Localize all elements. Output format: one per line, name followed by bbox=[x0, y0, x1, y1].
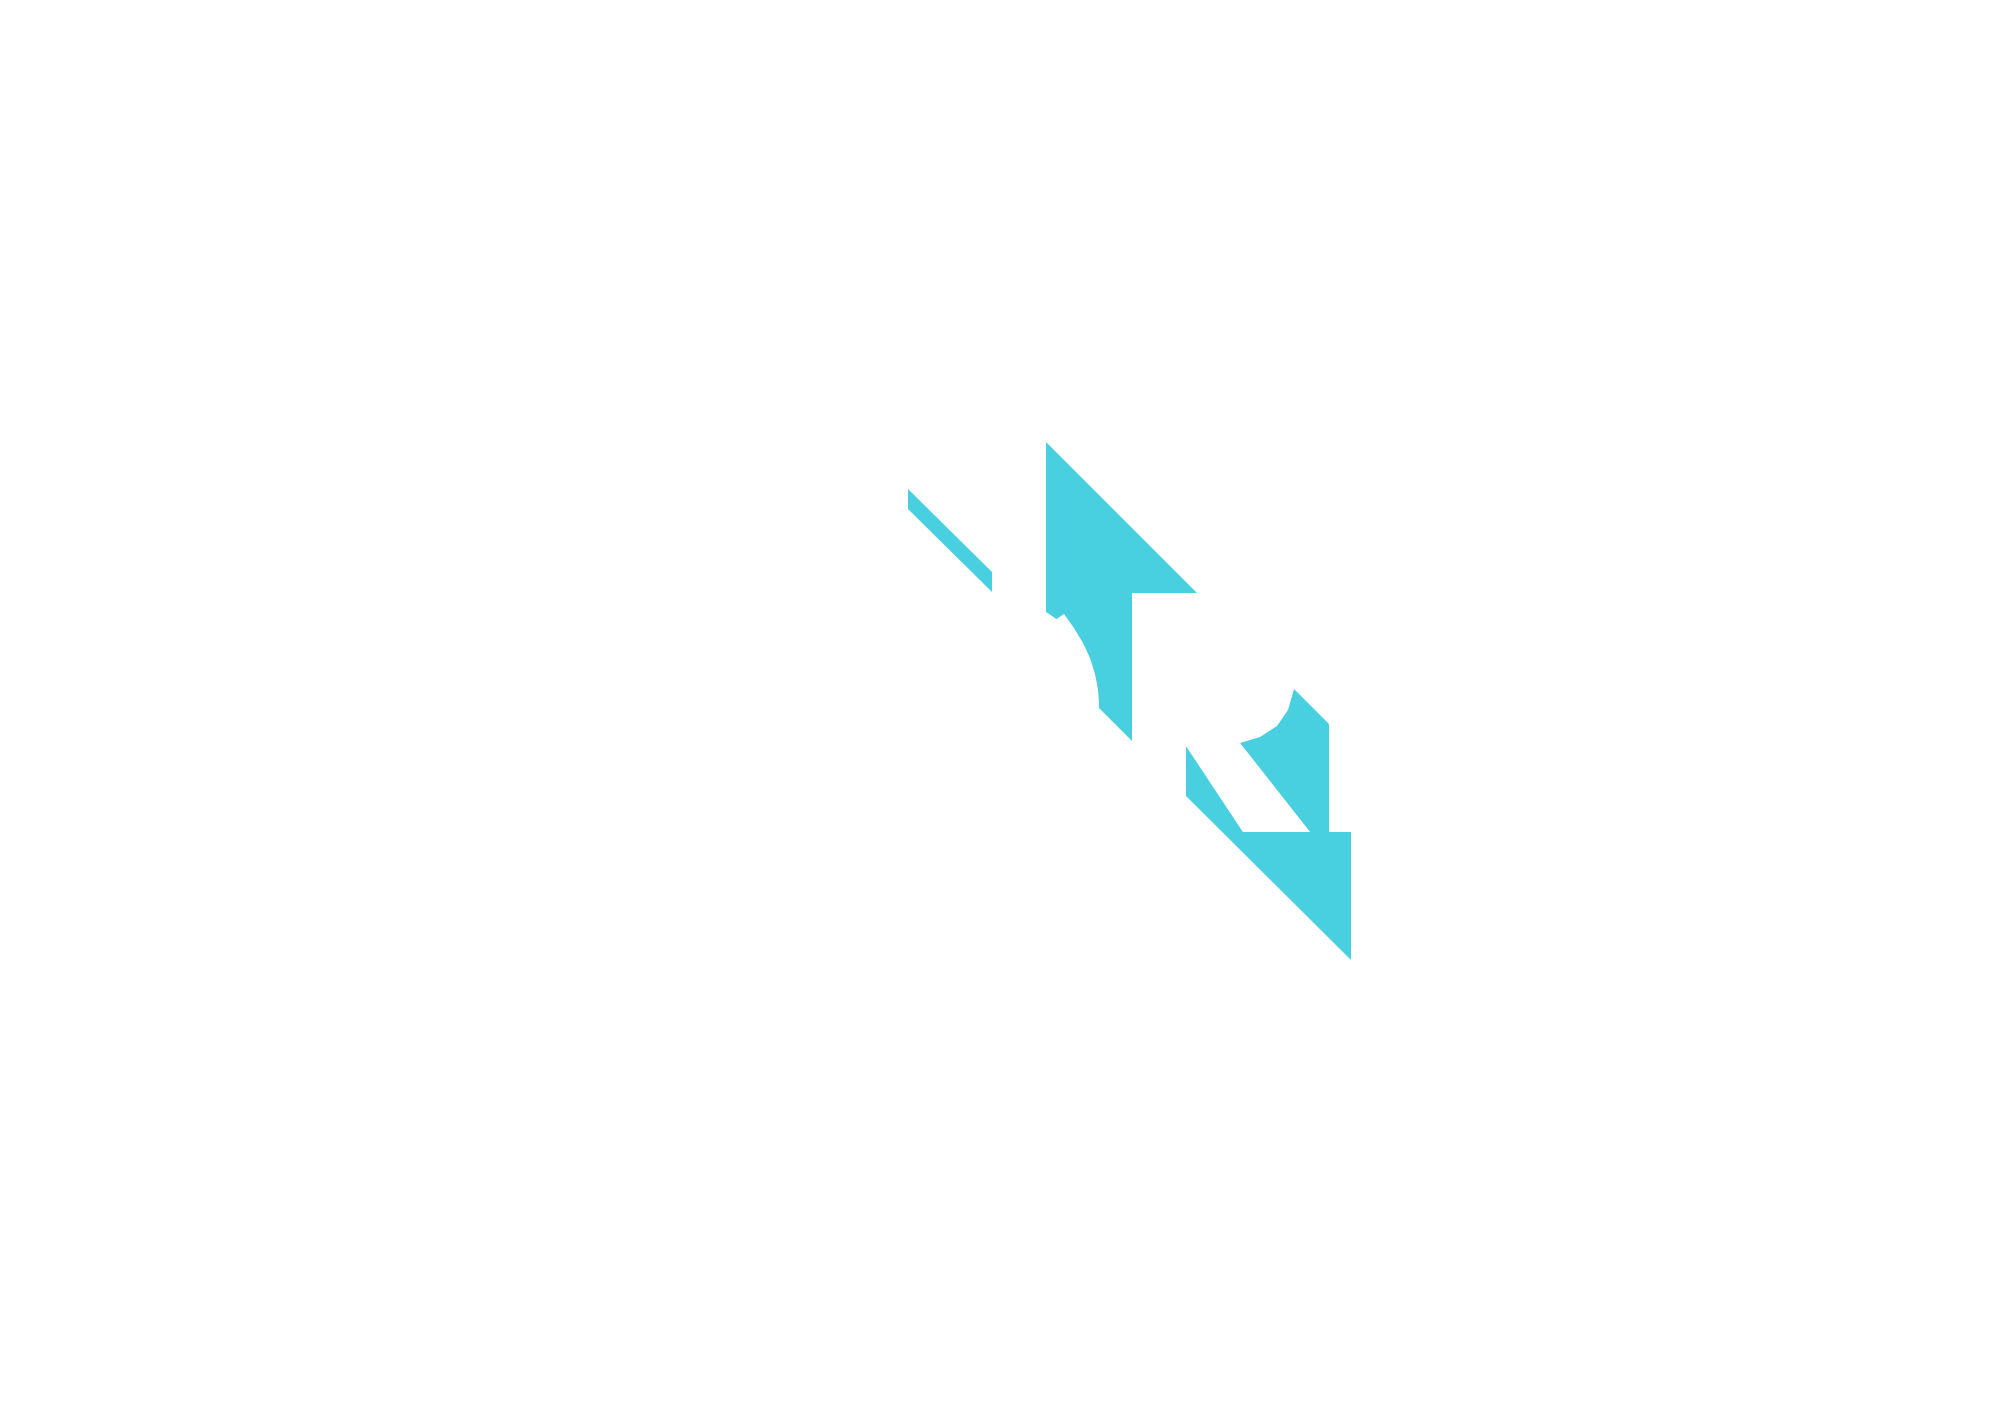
shadow-r-right bbox=[1186, 689, 1351, 960]
shadow-main bbox=[1046, 442, 1197, 741]
letters bbox=[908, 572, 1310, 832]
shadow-thin-bar bbox=[908, 489, 992, 592]
letter-d bbox=[908, 572, 1099, 760]
letter-r bbox=[1132, 593, 1310, 832]
